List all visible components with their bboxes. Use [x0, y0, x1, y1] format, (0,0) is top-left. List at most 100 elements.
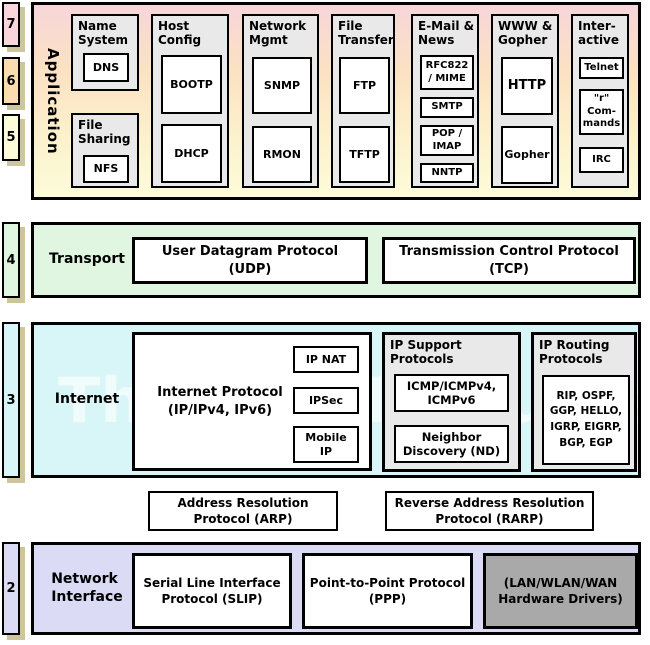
layer-number-2: 2: [2, 542, 20, 635]
layer-number-7-label: 7: [6, 17, 16, 32]
ftp-box: FTP: [339, 57, 390, 114]
application-layer-label: Application: [38, 5, 68, 197]
host-config-header: Host Config: [158, 19, 202, 48]
smtp-label: SMTP: [431, 101, 463, 113]
transport-layer-label: Transport: [42, 225, 132, 295]
tcp-box: Transmission Control Protocol (TCP): [382, 237, 636, 284]
snmp-box: SNMP: [252, 57, 312, 114]
interactive-header: Inter- active: [578, 19, 620, 48]
ip-support-header: IP Support Protocols: [390, 338, 462, 367]
http-box: HTTP: [501, 57, 553, 115]
slip-box: Serial Line Interface Protocol (SLIP): [132, 553, 292, 629]
network-interface-layer-label-text: Network Interface: [51, 571, 123, 605]
rmon-box: RMON: [252, 126, 312, 183]
slip-label: Serial Line Interface Protocol (SLIP): [143, 575, 281, 606]
internet-layer-band: The TCP/IP Guide Internet Internet Proto…: [31, 322, 641, 478]
dhcp-box: DHCP: [161, 124, 222, 183]
www-gopher-header: WWW & Gopher: [498, 19, 553, 48]
ip-label-wrap: Internet Protocol (IP/IPv4, IPv6): [141, 335, 299, 468]
r-commands-box: "r" Com- mands: [579, 89, 624, 135]
rfc822-mime-box: RFC822 / MIME: [420, 55, 474, 90]
mobile-ip-box: Mobile IP: [293, 426, 359, 463]
email-news-group: E-Mail & News RFC822 / MIME SMTP POP / I…: [411, 14, 479, 188]
rarp-box: Reverse Address Resolution Protocol (RAR…: [385, 491, 594, 531]
ip-routing-header: IP Routing Protocols: [539, 338, 610, 367]
nfs-box: NFS: [83, 155, 129, 183]
interactive-group: Inter- active Telnet "r" Com- mands IRC: [571, 14, 629, 188]
file-transfer-group: File Transfer FTP TFTP: [331, 14, 395, 188]
tcp-label: Transmission Control Protocol (TCP): [399, 243, 619, 277]
snmp-label: SNMP: [263, 78, 301, 92]
mobile-ip-label: Mobile IP: [305, 430, 347, 458]
gopher-box: Gopher: [501, 126, 553, 184]
network-mgmt-group: Network Mgmt SNMP RMON: [242, 14, 319, 188]
file-transfer-header: File Transfer: [338, 19, 394, 48]
internet-layer-label: Internet: [42, 325, 132, 475]
ip-support-group: IP Support Protocols ICMP/ICMPv4, ICMPv6…: [382, 332, 521, 472]
bootp-label: BOOTP: [170, 77, 213, 91]
rfc822-mime-label: RFC822 / MIME: [425, 60, 469, 84]
http-label: HTTP: [507, 77, 547, 93]
arp-label: Address Resolution Protocol (ARP): [177, 495, 309, 526]
layer-number-3-label: 3: [6, 392, 16, 408]
ip-box: Internet Protocol (IP/IPv4, IPv6) IP NAT…: [132, 332, 372, 471]
telnet-box: Telnet: [579, 57, 624, 79]
ip-nat-box: IP NAT: [293, 346, 359, 373]
arp-box: Address Resolution Protocol (ARP): [148, 491, 338, 531]
layer-number-5-label: 5: [6, 130, 16, 145]
gopher-label: Gopher: [504, 148, 550, 162]
pop-imap-box: POP / IMAP: [420, 125, 474, 156]
layer-number-5: 5: [2, 114, 20, 161]
hardware-drivers-label: (LAN/WLAN/WAN Hardware Drivers): [498, 575, 623, 606]
dns-label: DNS: [92, 60, 120, 74]
email-news-header: E-Mail & News: [418, 19, 475, 48]
transport-layer-label-text: Transport: [49, 251, 125, 268]
transport-layer-band: Transport User Datagram Protocol (UDP) T…: [31, 222, 641, 298]
layer-number-3: 3: [2, 322, 20, 478]
host-config-group: Host Config BOOTP DHCP: [151, 14, 229, 188]
tftp-label: TFTP: [349, 147, 380, 161]
ipsec-box: IPSec: [293, 387, 359, 414]
tftp-box: TFTP: [339, 126, 390, 183]
network-mgmt-header: Network Mgmt: [249, 19, 307, 48]
layer-number-6-label: 6: [6, 73, 16, 89]
rarp-label: Reverse Address Resolution Protocol (RAR…: [394, 495, 585, 526]
dns-box: DNS: [83, 53, 129, 82]
neighbor-discovery-label: Neighbor Discovery (ND): [402, 429, 501, 458]
r-commands-label: "r" Com- mands: [582, 93, 621, 130]
ipsec-label: IPSec: [308, 393, 344, 407]
internet-layer-label-text: Internet: [54, 391, 120, 408]
layer-number-2-label: 2: [6, 581, 16, 596]
ppp-label: Point-to-Point Protocol (PPP): [309, 575, 466, 606]
nntp-box: NNTP: [420, 163, 474, 183]
ip-label: Internet Protocol (IP/IPv4, IPv6): [157, 384, 283, 418]
rmon-label: RMON: [263, 147, 301, 161]
dhcp-label: DHCP: [174, 146, 209, 160]
icmp-box: ICMP/ICMPv4, ICMPv6: [394, 374, 509, 412]
network-interface-layer-band: Network Interface Serial Line Interface …: [31, 542, 641, 635]
www-gopher-group: WWW & Gopher HTTP Gopher: [491, 14, 559, 188]
neighbor-discovery-box: Neighbor Discovery (ND): [394, 425, 509, 463]
file-sharing-group: File Sharing NFS: [71, 113, 139, 188]
name-system-header: Name System: [78, 19, 128, 48]
ip-routing-group: IP Routing Protocols RIP, OSPF, GGP, HEL…: [531, 332, 637, 472]
layer-number-4-label: 4: [6, 252, 16, 268]
irc-box: IRC: [579, 147, 624, 173]
layer-number-7: 7: [2, 2, 20, 47]
file-sharing-header: File Sharing: [78, 118, 131, 147]
nntp-label: NNTP: [431, 166, 463, 178]
ip-nat-label: IP NAT: [305, 352, 347, 366]
smtp-box: SMTP: [420, 97, 474, 118]
layer-number-4: 4: [2, 222, 20, 298]
bootp-box: BOOTP: [161, 55, 222, 114]
hardware-drivers-box: (LAN/WLAN/WAN Hardware Drivers): [483, 553, 638, 629]
pop-imap-label: POP / IMAP: [431, 128, 463, 152]
network-interface-layer-label: Network Interface: [42, 545, 132, 632]
udp-label: User Datagram Protocol (UDP): [161, 243, 339, 277]
ftp-label: FTP: [352, 78, 377, 92]
irc-label: IRC: [592, 153, 611, 165]
layer-number-6: 6: [2, 57, 20, 105]
nfs-label: NFS: [93, 162, 119, 176]
name-system-group: Name System DNS: [71, 14, 139, 91]
